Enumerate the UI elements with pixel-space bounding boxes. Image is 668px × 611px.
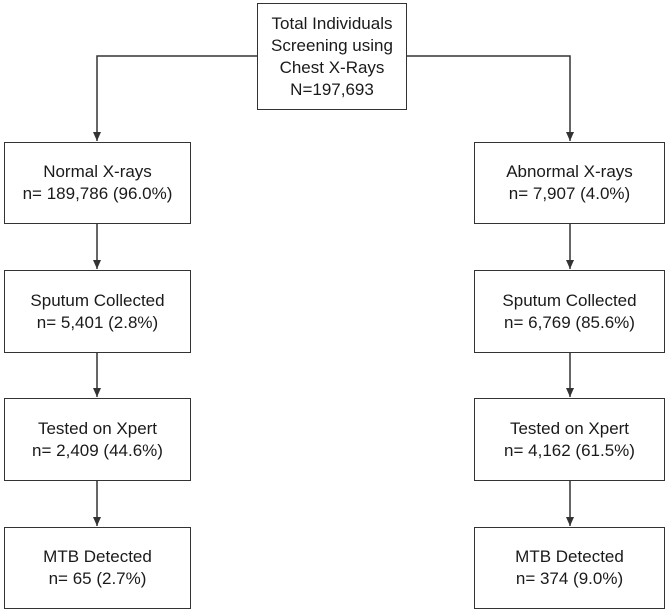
- abnormal-xrays-label: Abnormal X-rays: [506, 162, 633, 181]
- normal-tested-xpert-label: Tested on Xpert: [37, 418, 158, 438]
- abnormal-xrays-count: n= 7,907 (4.0%): [508, 184, 631, 203]
- normal-xrays-count: n= 189,786 (96.0%): [22, 184, 173, 203]
- abnormal-sputum-collected-box: Sputum Collected n= 6,769 (85.6%): [474, 270, 665, 353]
- normal-sputum-collected-label: Sputum Collected: [30, 290, 165, 310]
- normal-tested-xpert-count: n= 2,409 (44.6%): [32, 440, 163, 460]
- normal-xrays-box: Normal X-rays n= 189,786 (96.0%): [4, 142, 191, 224]
- normal-mtb-detected-label: MTB Detected: [43, 547, 152, 566]
- abnormal-sputum-collected-count: n= 6,769 (85.6%): [504, 312, 635, 332]
- abnormal-tested-xpert-box: Tested on Xpert n= 4,162 (61.5%): [474, 398, 665, 481]
- abnormal-tested-xpert-count: n= 4,162 (61.5%): [504, 440, 635, 460]
- normal-xrays-label: Normal X-rays: [43, 162, 152, 181]
- total-screened-count: N=197,693: [290, 79, 374, 99]
- abnormal-mtb-detected-label: MTB Detected: [515, 547, 624, 566]
- connector-root-to-abnormal: [407, 55, 574, 141]
- total-screened-line3: Chest X-Rays: [279, 57, 385, 77]
- normal-tested-xpert-box: Tested on Xpert n= 2,409 (44.6%): [4, 398, 191, 481]
- abnormal-mtb-detected-box: MTB Detected n= 374 (9.0%): [474, 527, 665, 609]
- abnormal-xrays-box: Abnormal X-rays n= 7,907 (4.0%): [474, 142, 665, 224]
- normal-sputum-collected-count: n= 5,401 (2.8%): [36, 312, 159, 332]
- total-screened-line2: Screening using: [271, 35, 393, 55]
- connector-root-to-normal: [93, 55, 257, 141]
- abnormal-tested-xpert-label: Tested on Xpert: [509, 418, 630, 438]
- normal-mtb-detected-box: MTB Detected n= 65 (2.7%): [4, 527, 191, 609]
- total-screened-line1: Total Individuals: [271, 13, 393, 33]
- abnormal-mtb-detected-count: n= 374 (9.0%): [515, 569, 624, 588]
- total-screened-box: Total Individuals Screening using Chest …: [257, 3, 407, 110]
- normal-mtb-detected-count: n= 65 (2.7%): [48, 569, 147, 588]
- abnormal-sputum-collected-label: Sputum Collected: [502, 290, 637, 310]
- normal-sputum-collected-box: Sputum Collected n= 5,401 (2.8%): [4, 270, 191, 353]
